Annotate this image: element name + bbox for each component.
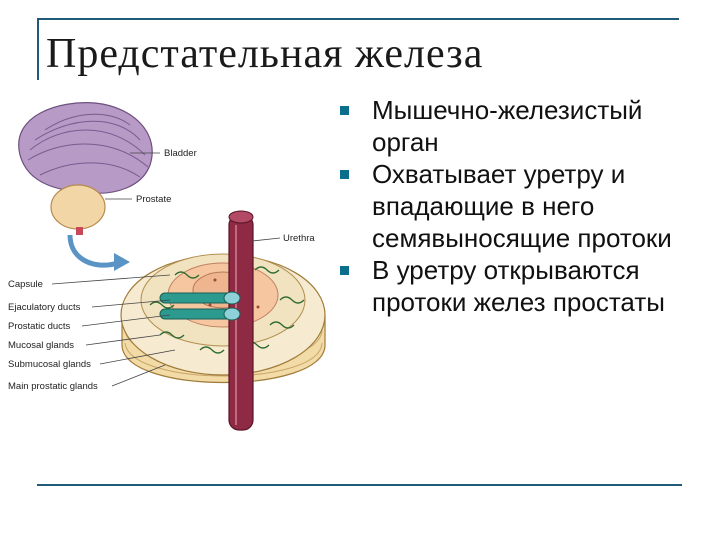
square-bullet-icon <box>340 170 349 179</box>
bullet-text: Охватывает уретру и впадающие в него сем… <box>372 159 672 253</box>
prostate-small-shape <box>50 184 106 235</box>
label-mucosal-glands: Mucosal glands <box>8 340 74 351</box>
label-capsule: Capsule <box>8 279 43 290</box>
label-submucosal-glands: Submucosal glands <box>8 359 91 370</box>
bullet-list: Мышечно-железистый орган Охватывает урет… <box>340 94 715 318</box>
frame-bottom-rule <box>37 484 682 486</box>
label-urethra: Urethra <box>283 233 315 244</box>
urethra-tube <box>228 210 254 431</box>
label-prostatic-ducts: Prostatic ducts <box>8 321 71 332</box>
label-ejaculatory-ducts: Ejaculatory ducts <box>8 302 81 313</box>
label-bladder: Bladder <box>164 148 197 159</box>
square-bullet-icon <box>340 106 349 115</box>
bullet-item: Мышечно-железистый орган <box>340 94 715 158</box>
bladder-shape <box>18 102 153 194</box>
frame-top-rule <box>37 18 679 20</box>
label-prostate: Prostate <box>136 194 171 205</box>
bullet-text: Мышечно-железистый орган <box>372 95 643 157</box>
ejaculatory-ducts <box>159 291 241 321</box>
slide-title: Предстательная железа <box>46 31 484 77</box>
square-bullet-icon <box>340 266 349 275</box>
arrow-icon <box>67 234 119 268</box>
bullet-text: В уретру открываются протоки желез прост… <box>372 255 665 317</box>
bullet-item: Охватывает уретру и впадающие в него сем… <box>340 158 715 254</box>
label-main-prostatic-glands: Main prostatic glands <box>8 381 98 392</box>
frame-left-rule <box>37 18 39 80</box>
prostate-illustration: Bladder Prostate Urethra Capsule Ejacula… <box>8 102 326 431</box>
bullet-item: В уретру открываются протоки желез прост… <box>340 254 715 318</box>
